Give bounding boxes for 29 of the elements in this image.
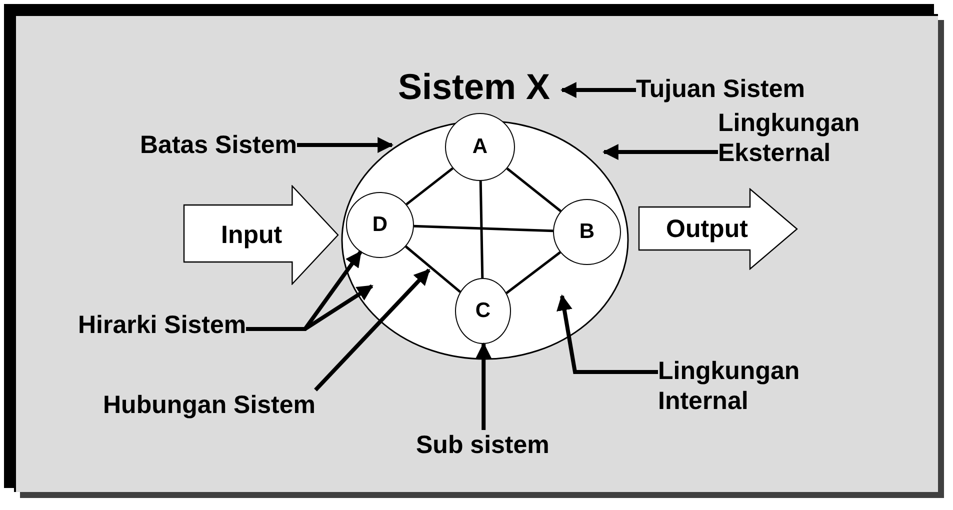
callout-text: Hubungan Sistem (103, 390, 316, 416)
callout-text: Lingkungan Eksternal (718, 108, 888, 168)
leader-arrow (314, 268, 430, 392)
connection-line (506, 251, 561, 294)
callout-text: Tujuan Sistem (636, 74, 806, 100)
callout-text: Hirarki Sistem (78, 310, 246, 336)
leader-arrow (297, 137, 394, 153)
circle-letter: B (579, 220, 595, 244)
connection-line (414, 224, 554, 232)
callout-text: Batas Sistem (140, 130, 298, 156)
leader-arrow (560, 82, 636, 98)
circle-letter: C (475, 299, 491, 323)
leader-arrow (476, 342, 492, 430)
connection-line (405, 246, 461, 293)
block-arrow (638, 188, 798, 270)
arrow-label: Output (666, 214, 748, 244)
connection-line (479, 180, 484, 278)
system-title: Sistem X (398, 64, 550, 110)
arrow-label: Input (221, 220, 282, 250)
connection-line (406, 167, 454, 206)
callout-text: Lingkungan Internal (658, 356, 828, 416)
callout-text: Sub sistem (416, 430, 550, 456)
circle-letter: A (472, 135, 488, 159)
circle-letter: D (372, 213, 388, 237)
leader-arrow (246, 284, 374, 331)
connection-line (506, 168, 562, 212)
leader-arrow (556, 294, 658, 374)
leader-arrow (602, 144, 718, 160)
block-arrow (183, 185, 339, 285)
